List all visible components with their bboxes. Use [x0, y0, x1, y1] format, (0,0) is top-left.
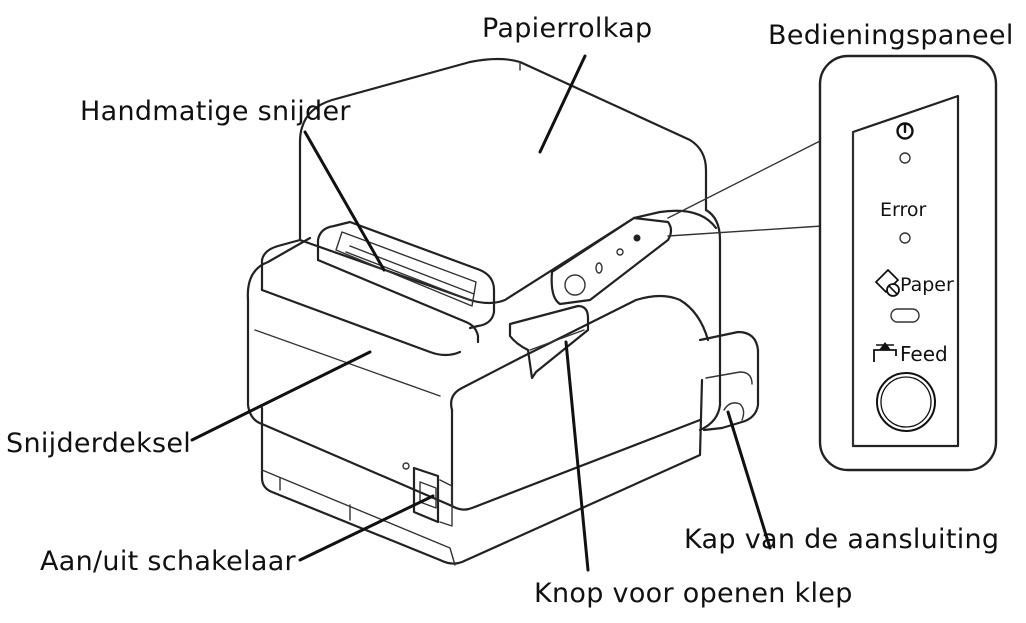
error-led [899, 232, 911, 244]
power-switch [402, 462, 453, 527]
label-control-panel: Bedieningspaneel [768, 20, 1014, 51]
paper-icon [875, 269, 900, 297]
power-led [899, 152, 911, 164]
panel-error-label: Error [880, 199, 927, 221]
label-power-switch: Aan/uit schakelaar [40, 546, 296, 577]
leader-panel-upper [667, 139, 823, 219]
control-panel-detail [818, 54, 998, 472]
paper-led [890, 308, 920, 323]
label-manual-cutter: Handmatige snijder [80, 96, 351, 127]
leader-cutter-cover [190, 350, 372, 442]
feed-button [876, 372, 936, 432]
leader-paper-roll-cover [538, 54, 587, 154]
leader-power-switch [298, 494, 435, 562]
leader-connector-cover [726, 410, 772, 550]
label-connector-cover: Kap van de aansluiting [684, 524, 1000, 555]
printer-base [260, 378, 704, 565]
paper-roll-cover [298, 57, 708, 242]
leader-lines [190, 54, 823, 572]
panel-paper-label: Paper [900, 274, 954, 296]
printer-illustration [246, 57, 760, 566]
leader-cover-open-button [564, 340, 590, 572]
cutter-cover [260, 238, 302, 292]
leader-panel-lower [667, 225, 823, 237]
leader-manual-cutter [303, 130, 386, 272]
label-paper-roll-cover: Papierrolkap [482, 13, 653, 44]
printer-front-body [246, 298, 702, 511]
label-cutter-cover: Snijderdeksel [6, 428, 192, 459]
feed-icon [873, 342, 897, 362]
panel-feed-label: Feed [900, 342, 948, 366]
power-indicator [896, 122, 914, 164]
cover-open-button [508, 304, 590, 380]
printer-feed-button-icon [564, 274, 586, 296]
manual-cutter [316, 220, 496, 344]
label-cover-open-button: Knop voor openen klep [534, 578, 853, 609]
connector-cover [698, 330, 760, 432]
printer-panel-strip [550, 216, 673, 306]
